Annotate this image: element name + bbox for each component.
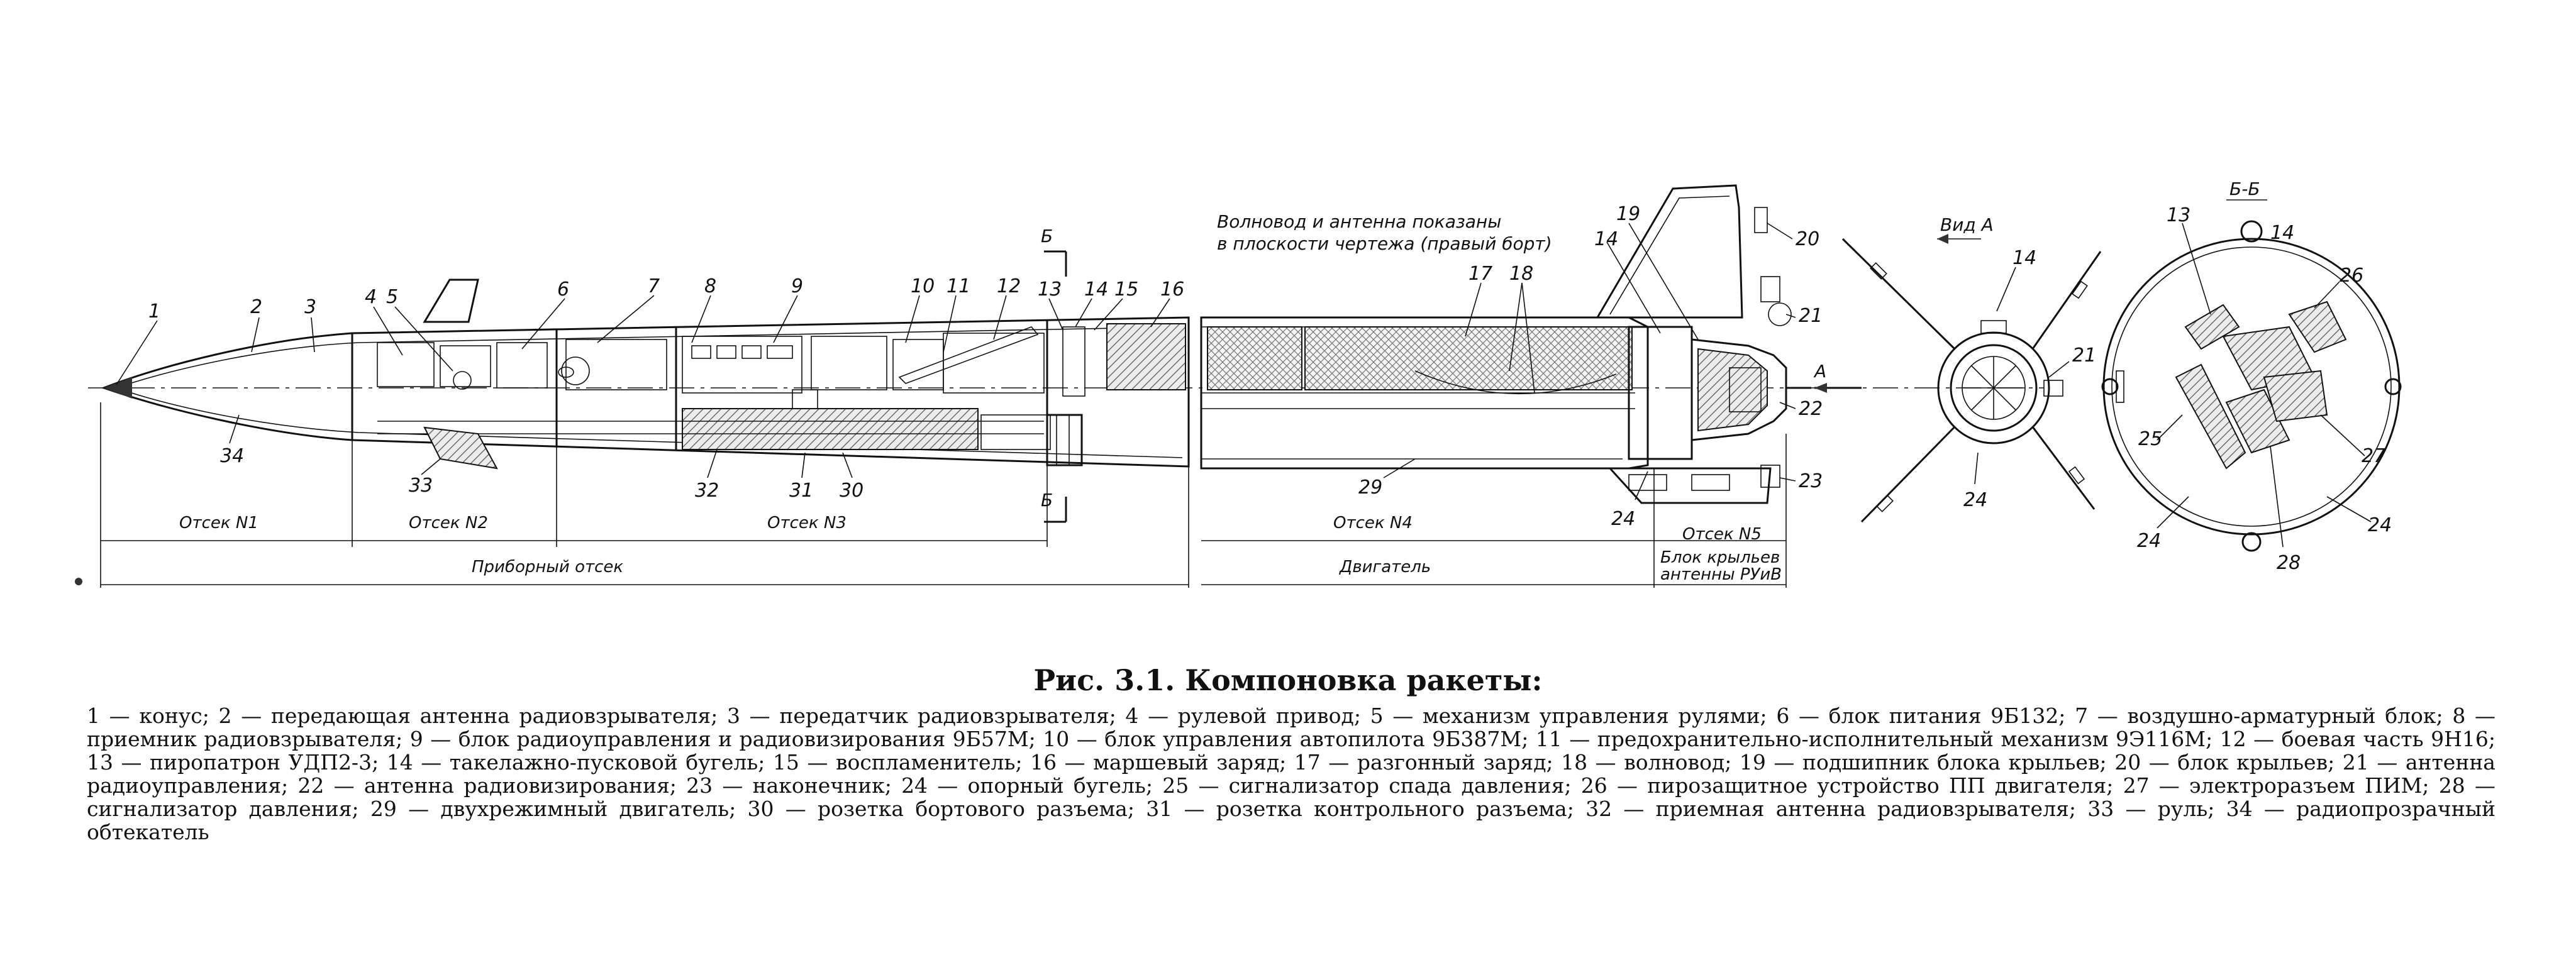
callout-12: 12 [997,275,1021,297]
compartment-1-label: Отсек N1 [179,514,258,532]
view-a: Вид А 14 21 24 [1841,214,2102,523]
wing-block-label-line1: Блок крыльев [1660,548,1780,567]
missile-layout-drawing: Б Б А Волновод и антенна показаны в плос… [75,179,2402,588]
compartment-dimensions: Отсек N1 Отсек N2 Отсек N3 Отсек N4 Отсе… [75,402,1787,588]
callout-4: 4 [365,286,377,308]
callout-10: 10 [911,275,935,297]
view-a-callout-24: 24 [1963,489,1987,511]
callout-13: 13 [1038,278,1062,301]
section-mark-b-top: Б [1041,226,1053,246]
callout-2: 2 [250,296,262,318]
compartment-4-label: Отсек N4 [1333,514,1413,532]
section-callout-24-right: 24 [2368,514,2392,536]
section-b-b-title: Б-Б [2229,179,2260,199]
section-callout-14: 14 [2270,222,2294,244]
callout-16: 16 [1160,278,1184,301]
callout-1: 1 [148,301,160,323]
compartment-3-label: Отсек N3 [767,514,847,532]
callout-14: 14 [1084,278,1108,301]
instrument-compartment-label: Приборный отсек [472,558,623,576]
section-callout-24-left: 24 [2137,530,2161,552]
section-b-b: Б-Б 13 14 26 25 27 28 24 24 [2101,179,2402,574]
compartment-5-label: Отсек N5 [1682,525,1762,544]
callout-23: 23 [1799,470,1823,492]
callout-30: 30 [840,480,863,502]
wing-block-label-line2: антенны РУиВ [1660,565,1782,584]
section-callout-26: 26 [2340,265,2363,287]
callout-22: 22 [1799,398,1823,420]
compartment-2-label: Отсек N2 [409,514,488,532]
wing-lower [1607,467,1772,504]
section-callout-25: 25 [2138,428,2162,450]
callout-31: 31 [789,480,813,502]
section-callout-27: 27 [2362,445,2385,467]
waveguide-note-line2: в плоскости чертежа (правый борт) [1217,233,1552,254]
section-callout-28: 28 [2277,552,2301,574]
callout-21: 21 [1799,305,1823,327]
callout-8: 8 [704,275,716,297]
callout-15: 15 [1114,278,1138,301]
callout-14-rear: 14 [1594,228,1618,250]
callouts: 1 2 3 4 5 6 7 8 9 10 11 12 13 14 15 16 1… [116,203,1823,530]
figure-caption: Рис. 3.1. Компоновка ракеты: [1033,663,1543,697]
callout-11: 11 [947,275,970,297]
view-a-callout-14: 14 [2012,247,2036,269]
callout-20: 20 [1796,228,1819,250]
engine-label: Двигатель [1339,558,1431,576]
callout-19: 19 [1616,203,1640,225]
callout-17: 17 [1468,263,1492,285]
view-a-title: Вид А [1940,214,1994,235]
control-fin-upper [423,278,479,323]
callout-24: 24 [1611,508,1635,530]
callout-18: 18 [1509,263,1533,285]
callout-9: 9 [791,275,803,297]
callout-6: 6 [557,278,569,301]
callout-7: 7 [648,275,660,297]
view-a-callout-21: 21 [2072,345,2096,367]
figure-legend: 1 — конус; 2 — передающая антенна радиов… [87,703,2496,844]
callout-29: 29 [1358,477,1382,499]
section-callout-13: 13 [2167,204,2190,226]
waveguide-note-line1: Волновод и антенна показаны [1217,211,1501,232]
arrow-a-label: А [1813,361,1826,382]
callout-5: 5 [386,286,398,308]
wing-upper [1596,184,1743,319]
instrument-compartment-body [101,316,1190,468]
callout-33: 33 [409,475,433,497]
engine-compartment-body [1200,316,1811,470]
callout-32: 32 [695,480,719,502]
control-fin-lower [423,426,498,470]
callout-34: 34 [220,445,244,467]
callout-3: 3 [304,296,316,318]
